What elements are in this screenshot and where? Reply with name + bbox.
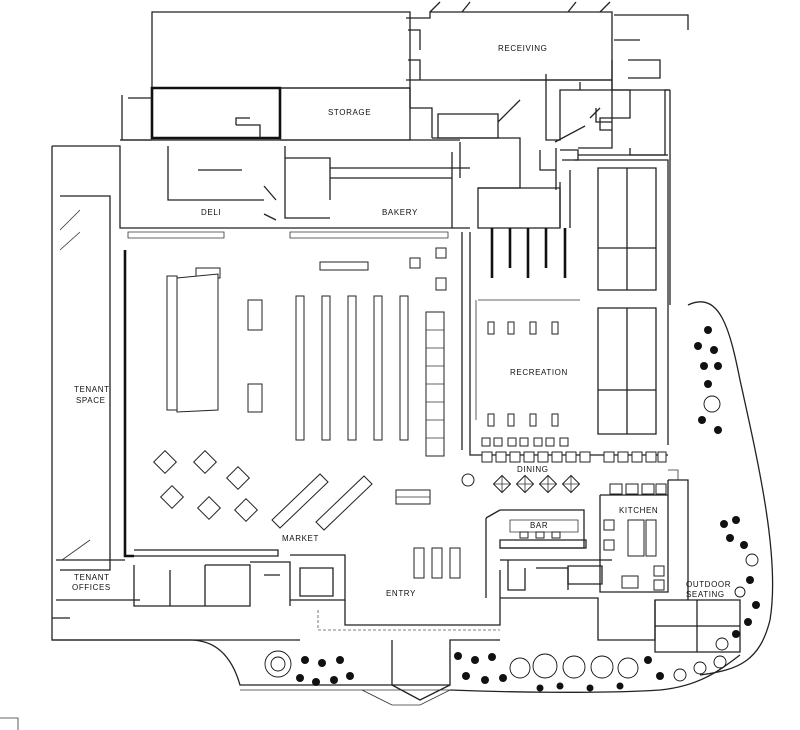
dining-chairs [481,437,667,463]
label-outdoor-seating-line1: OUTDOOR [686,580,731,589]
label-kitchen: KITCHEN [619,506,658,515]
label-tenant-offices-line2: OFFICES [72,583,111,592]
label-dining: DINING [517,465,549,474]
label-entry: ENTRY [386,589,416,598]
label-bar: BAR [530,521,548,530]
label-storage: STORAGE [328,108,371,117]
landscape-plants [264,326,760,692]
dining-tables [492,474,581,494]
market-floor [123,232,668,631]
label-tenant-offices-line1: TENANT [74,573,110,582]
scale-marker [0,717,19,730]
label-tenant-space-line1: TENANT [74,385,110,394]
label-market: MARKET [282,534,319,543]
label-recreation: RECREATION [510,368,568,377]
label-bakery: BAKERY [382,208,418,217]
label-deli: DELI [201,208,221,217]
deli-bakery-walls [52,139,571,239]
room-labels: RECEIVING STORAGE DELI BAKERY TENANT SPA… [72,44,731,599]
label-outdoor-seating-line2: SEATING [686,590,725,599]
label-receiving: RECEIVING [498,44,547,53]
exterior [52,90,774,706]
back-of-house-walls [121,1,689,190]
dining-bar-kitchen [485,469,689,600]
label-tenant-space-line2: SPACE [76,396,106,405]
recreation-area [475,159,669,463]
